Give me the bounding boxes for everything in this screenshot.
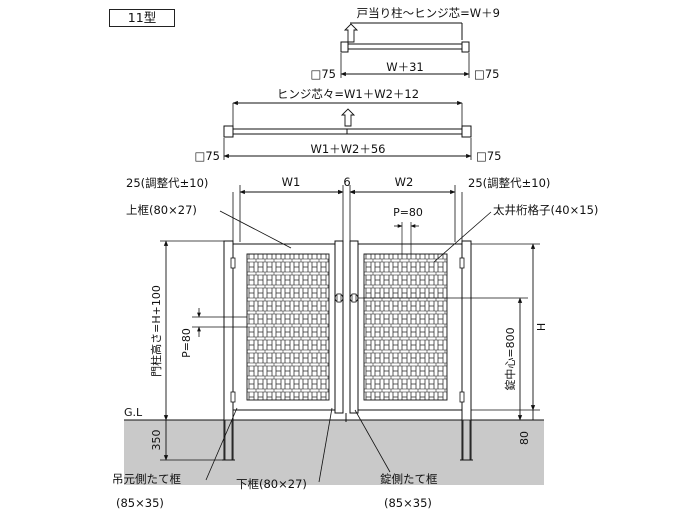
- callouts: 上框(80×27) 太井桁格子(40×15) 吊元側たて框 (85×35) 下框…: [112, 203, 598, 510]
- stop-to-hinge-label: 戸当り柱～ヒンジ芯=W＋9: [357, 6, 500, 20]
- post-icon: [461, 41, 470, 53]
- post-size-left: □75: [195, 149, 221, 163]
- top-frame-label: 上框(80×27): [126, 203, 197, 217]
- pitch-side-label: P=80: [180, 328, 193, 358]
- lock-stile-size-label: (85×35): [384, 496, 432, 510]
- right-adjust-label: 25(調整代±10): [468, 176, 550, 190]
- post-size-right: □75: [476, 149, 502, 163]
- lock-center-label: 錠中心=800: [503, 327, 517, 390]
- middle-section: ヒンジ芯々=W1＋W2＋12 □75 □75 W1＋W2＋56: [195, 87, 502, 163]
- post-icon: [223, 125, 234, 138]
- right-lattice: [363, 253, 448, 401]
- bottom-gap-label: 80: [518, 431, 531, 445]
- left-adjust-label: 25(調整代±10): [126, 176, 208, 190]
- gap-label: 6: [343, 175, 350, 189]
- arrow-up-icon: [343, 23, 359, 43]
- hinge-icon: [459, 257, 465, 269]
- left-dimensions: 門柱高さ=H+100 350: [149, 240, 224, 461]
- w2-label: W2: [395, 175, 414, 189]
- total-width-label: W1＋W2＋56: [310, 142, 385, 156]
- model-label: 11型: [109, 9, 175, 27]
- w1-label: W1: [282, 175, 301, 189]
- post-size-left: □75: [311, 67, 337, 81]
- post-icon: [340, 41, 349, 53]
- ground-level-label: G.L: [124, 406, 143, 419]
- lock-stile-label: 錠側たて框: [380, 472, 438, 486]
- post-icon: [461, 125, 472, 138]
- post-size-right: □75: [474, 67, 500, 81]
- left-lattice: [246, 253, 330, 401]
- post-height-label: 門柱高さ=H+100: [149, 285, 163, 377]
- bottom-frame-label: 下框(80×27): [236, 477, 307, 491]
- hinge-to-hinge-label: ヒンジ芯々=W1＋W2＋12: [277, 87, 419, 101]
- single-gate-bar: [347, 43, 463, 50]
- arrow-up-icon: [340, 108, 356, 127]
- single-width-label: W＋31: [386, 60, 424, 74]
- depth-label: 350: [150, 430, 163, 451]
- right-dimensions: H 錠中心=800 80: [358, 243, 548, 445]
- hinge-icon: [230, 257, 236, 269]
- height-label: H: [535, 323, 548, 331]
- width-dimensions: 25(調整代±10) 25(調整代±10) W1 6 W2: [126, 175, 550, 242]
- top-section: 戸当り柱～ヒンジ芯=W＋9 □75 □75 W＋31: [311, 6, 501, 81]
- pitch-top-label: P=80: [393, 206, 423, 219]
- lattice-label: 太井桁格子(40×15): [493, 203, 598, 217]
- gate-elevation: P=80 P=80: [180, 206, 473, 461]
- hinge-icon: [230, 391, 236, 403]
- hinge-stile-label: 吊元側たて框: [112, 472, 181, 486]
- hinge-icon: [459, 391, 465, 403]
- hinge-stile-size-label: (85×35): [116, 496, 164, 510]
- ground-area: [124, 420, 544, 485]
